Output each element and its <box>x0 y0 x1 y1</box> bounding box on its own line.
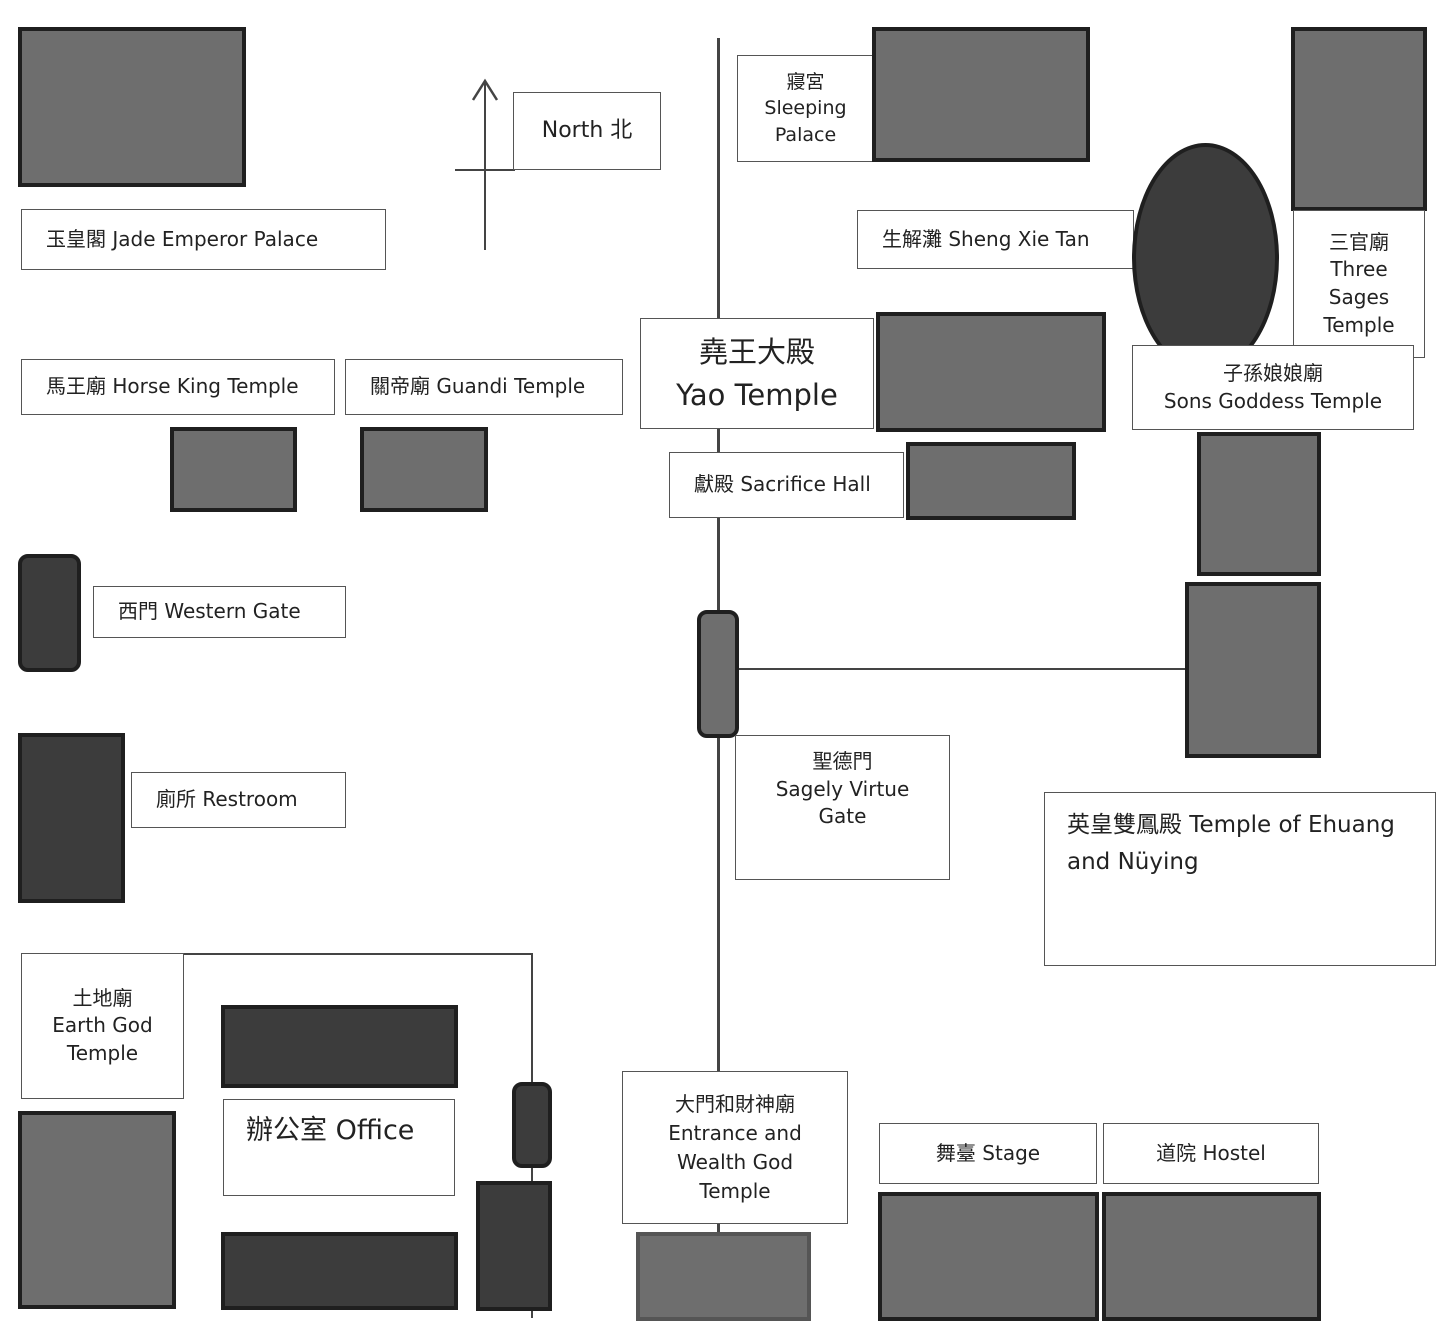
north-label: North 北 <box>513 92 661 170</box>
guandi-temple-label: 關帝廟 Guandi Temple <box>345 359 623 415</box>
sagely-virtue-gate-label: 聖德門 Sagely Virtue Gate <box>735 735 950 880</box>
east-connector-path <box>738 668 1186 670</box>
east-side-building <box>1185 582 1321 758</box>
sons-goddess-temple-label: 子孫娘娘廟 Sons Goddess Temple <box>1132 345 1414 430</box>
office-label: 辦公室 Office <box>223 1099 455 1196</box>
hostel-label: 道院 Hostel <box>1103 1123 1319 1184</box>
hostel-building <box>1102 1192 1321 1321</box>
ehuang-nuying-temple-label: 英皇雙鳳殿 Temple of Ehuang and Nüying <box>1044 792 1436 966</box>
entrance-wealth-god-temple-label: 大門和財神廟 Entrance and Wealth God Temple <box>622 1071 848 1224</box>
office-compound-wall-top <box>183 953 533 955</box>
office-south-building <box>221 1232 458 1310</box>
stage-building <box>878 1192 1099 1321</box>
office-gate-building <box>512 1082 552 1168</box>
sleeping-palace-label: 寢宮 Sleeping Palace <box>737 55 874 162</box>
yao-temple-label: 堯王大殿 Yao Temple <box>640 318 874 429</box>
earth-god-temple-label: 土地廟 Earth God Temple <box>21 953 184 1099</box>
yao-temple-building <box>876 312 1106 432</box>
sacrifice-hall-building <box>906 442 1076 520</box>
sheng-xie-tan-label: 生解灘 Sheng Xie Tan <box>857 210 1134 269</box>
sacrifice-hall-label: 獻殿 Sacrifice Hall <box>669 452 904 518</box>
sleeping-palace-building <box>872 27 1090 162</box>
office-east-building <box>476 1181 552 1311</box>
horse-king-temple-label: 馬王廟 Horse King Temple <box>21 359 335 415</box>
western-gate-building <box>18 554 81 672</box>
jade-emperor-palace-label: 玉皇閣 Jade Emperor Palace <box>21 209 386 270</box>
sheng-xie-tan-pond <box>1132 143 1279 373</box>
north-arrow-head-icon <box>471 78 499 101</box>
three-sages-temple-building <box>1291 27 1427 211</box>
sagely-virtue-gate-building <box>697 610 739 738</box>
stage-label: 舞臺 Stage <box>879 1123 1097 1184</box>
three-sages-temple-label: 三官廟 Three Sages Temple <box>1293 210 1425 358</box>
earth-god-temple-building <box>18 1111 176 1309</box>
north-arrow-shaft <box>484 82 486 250</box>
western-gate-label: 西門 Western Gate <box>93 586 346 638</box>
restroom-building <box>18 733 125 903</box>
jade-emperor-palace-building <box>18 27 246 187</box>
guandi-temple-building <box>360 427 488 512</box>
horse-king-temple-building <box>170 427 297 512</box>
entrance-building <box>636 1232 811 1321</box>
restroom-label: 廁所 Restroom <box>131 772 346 828</box>
sons-goddess-temple-building <box>1197 432 1321 576</box>
north-arrow-crossbar <box>455 169 515 171</box>
office-north-building <box>221 1005 458 1088</box>
